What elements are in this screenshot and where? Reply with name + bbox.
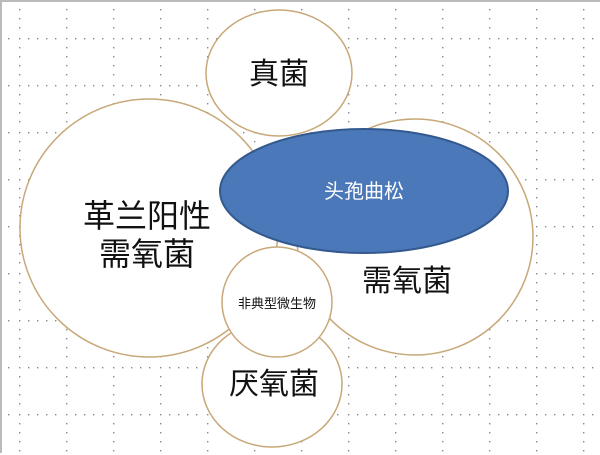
ceftriaxone-ellipse [219,128,509,254]
aerobe-label: 需氧菌 [362,264,452,299]
anaerobe-label: 厌氧菌 [229,367,319,402]
fungi-label: 真菌 [249,57,309,92]
fungi-circle [205,9,353,137]
atypical-label: 非典型微生物 [238,297,316,312]
gram-positive-label-line2: 需氧菌 [99,235,195,273]
atypical-circle [221,246,333,358]
ceftriaxone-label: 头孢曲松 [324,179,404,203]
gram-positive-label-line1: 革兰阳性 [83,197,211,235]
